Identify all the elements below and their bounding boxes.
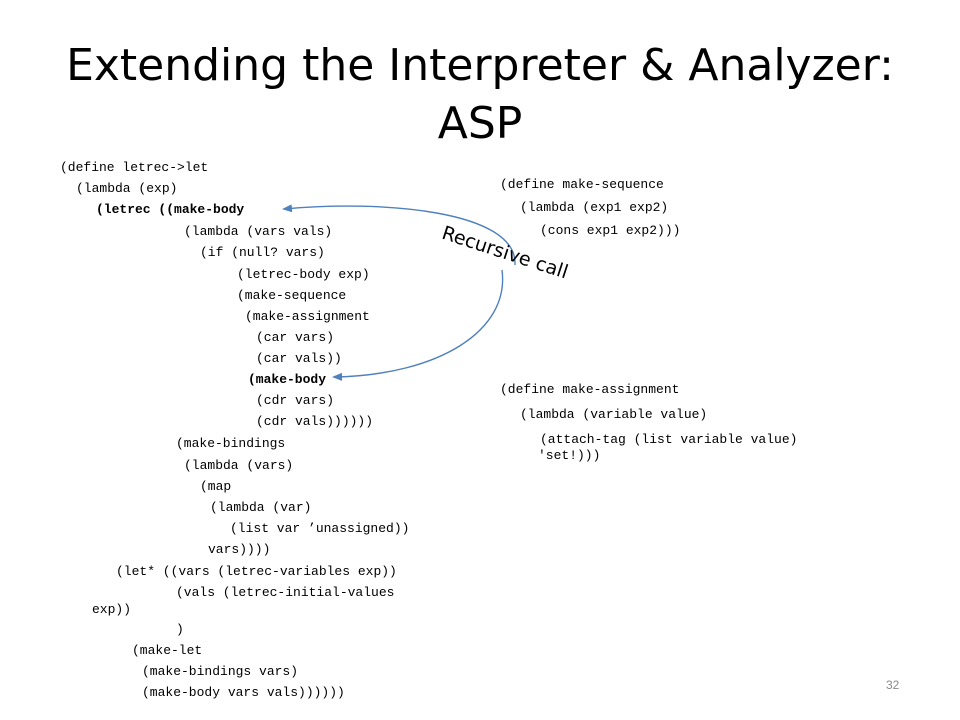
- code-line: (make-let: [132, 643, 203, 658]
- code-line: ): [176, 622, 184, 637]
- code-line: (make-bindings: [176, 436, 286, 451]
- code-line: (cons exp1 exp2))): [540, 223, 681, 238]
- code-line: (lambda (exp1 exp2): [520, 200, 669, 215]
- slide-title-line-1: Extending the Interpreter & Analyzer:: [66, 40, 894, 91]
- code-line: (list var ’unassigned)): [230, 521, 410, 536]
- code-line: (define letrec->let: [60, 160, 209, 175]
- code-line: (lambda (exp): [76, 181, 178, 196]
- code-line: (lambda (vars vals): [184, 224, 333, 239]
- code-line: (map: [200, 479, 232, 494]
- code-line: (car vars): [256, 330, 335, 345]
- code-line: (if (null? vars): [200, 245, 325, 260]
- arrow-to-make-body-definition: [282, 204, 516, 266]
- code-line: (define make-sequence: [500, 177, 664, 192]
- code-line: (letrec ((make-body: [96, 202, 245, 217]
- code-line: vars)))): [208, 542, 271, 557]
- code-line: (car vals)): [256, 351, 342, 366]
- code-line: (let* ((vars (letrec-variables exp)): [116, 564, 397, 579]
- code-line: (define make-assignment: [500, 382, 680, 397]
- code-line: 'set!))): [538, 448, 601, 463]
- code-line: (cdr vals)))))): [256, 414, 374, 429]
- code-line: (lambda (var): [210, 500, 312, 515]
- page-number: 32: [886, 678, 900, 692]
- slide-title-line-2: ASP: [437, 98, 523, 149]
- code-line: (make-assignment: [245, 309, 370, 324]
- code-line: (make-body vars vals)))))): [142, 685, 345, 700]
- code-line: exp)): [92, 602, 132, 617]
- code-line: (lambda (vars): [184, 458, 294, 473]
- code-line: (make-sequence: [237, 288, 347, 303]
- code-line: (make-body: [248, 372, 327, 387]
- code-line: (letrec-body exp): [237, 267, 370, 282]
- arrow-to-make-body-call: [332, 269, 504, 381]
- code-line: (make-bindings vars): [142, 664, 299, 679]
- code-line: (attach-tag (list variable value): [540, 432, 798, 447]
- code-line: (vals (letrec-initial-values: [176, 585, 395, 600]
- code-line: (cdr vars): [256, 393, 335, 408]
- code-line: (lambda (variable value): [520, 407, 708, 422]
